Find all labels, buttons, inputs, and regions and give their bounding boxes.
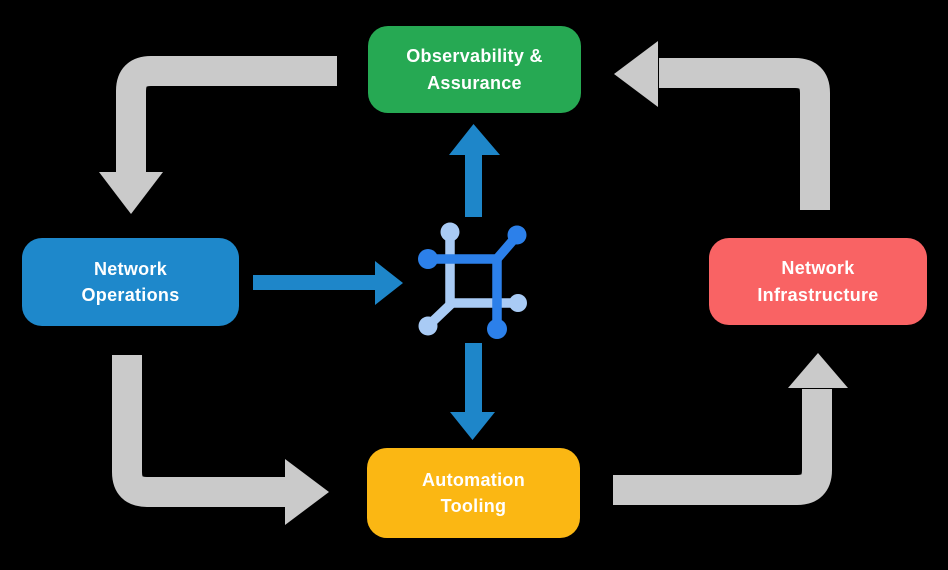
flow-arrow-operations-to-core bbox=[253, 261, 403, 305]
icon-node bbox=[487, 319, 507, 339]
arrow-shaft bbox=[116, 56, 337, 173]
cycle-arrow-infrastructure-to-observability bbox=[614, 41, 830, 210]
network-core-icon-dark-nodes bbox=[418, 225, 527, 339]
flow-arrow-core-to-observability bbox=[449, 124, 500, 217]
cycle-arrow-automation-to-infrastructure bbox=[613, 353, 848, 505]
icon-node bbox=[509, 294, 527, 312]
box-automation-tooling-label: Automation Tooling bbox=[422, 469, 525, 516]
arrow-head bbox=[99, 172, 163, 214]
icon-node bbox=[440, 222, 460, 242]
box-network-operations-label: Network Operations bbox=[81, 258, 180, 305]
network-core-icon bbox=[418, 222, 527, 339]
box-network-operations: Network Operations bbox=[22, 238, 239, 326]
icon-node bbox=[418, 316, 438, 336]
box-network-infrastructure-label: Network Infrastructure bbox=[757, 258, 879, 305]
arrow-head bbox=[788, 353, 848, 388]
cycle-arrow-operations-to-automation bbox=[112, 355, 329, 525]
cycle-arrow-observability-to-operations bbox=[99, 56, 337, 214]
arrow-head bbox=[285, 459, 329, 525]
flow-arrows-core bbox=[253, 124, 500, 440]
arrow-shaft bbox=[613, 389, 832, 505]
icon-node bbox=[418, 249, 438, 269]
arrow-shaft bbox=[112, 355, 286, 507]
icon-node bbox=[507, 225, 527, 245]
box-observability-label: Observability & Assurance bbox=[406, 46, 543, 93]
box-observability: Observability & Assurance bbox=[368, 26, 581, 113]
box-network-infrastructure: Network Infrastructure bbox=[709, 238, 927, 325]
arrow-shaft bbox=[659, 58, 830, 210]
box-automation-tooling: Automation Tooling bbox=[367, 448, 580, 538]
flow-arrow-core-to-automation bbox=[450, 343, 495, 440]
arrow-head bbox=[614, 41, 658, 107]
